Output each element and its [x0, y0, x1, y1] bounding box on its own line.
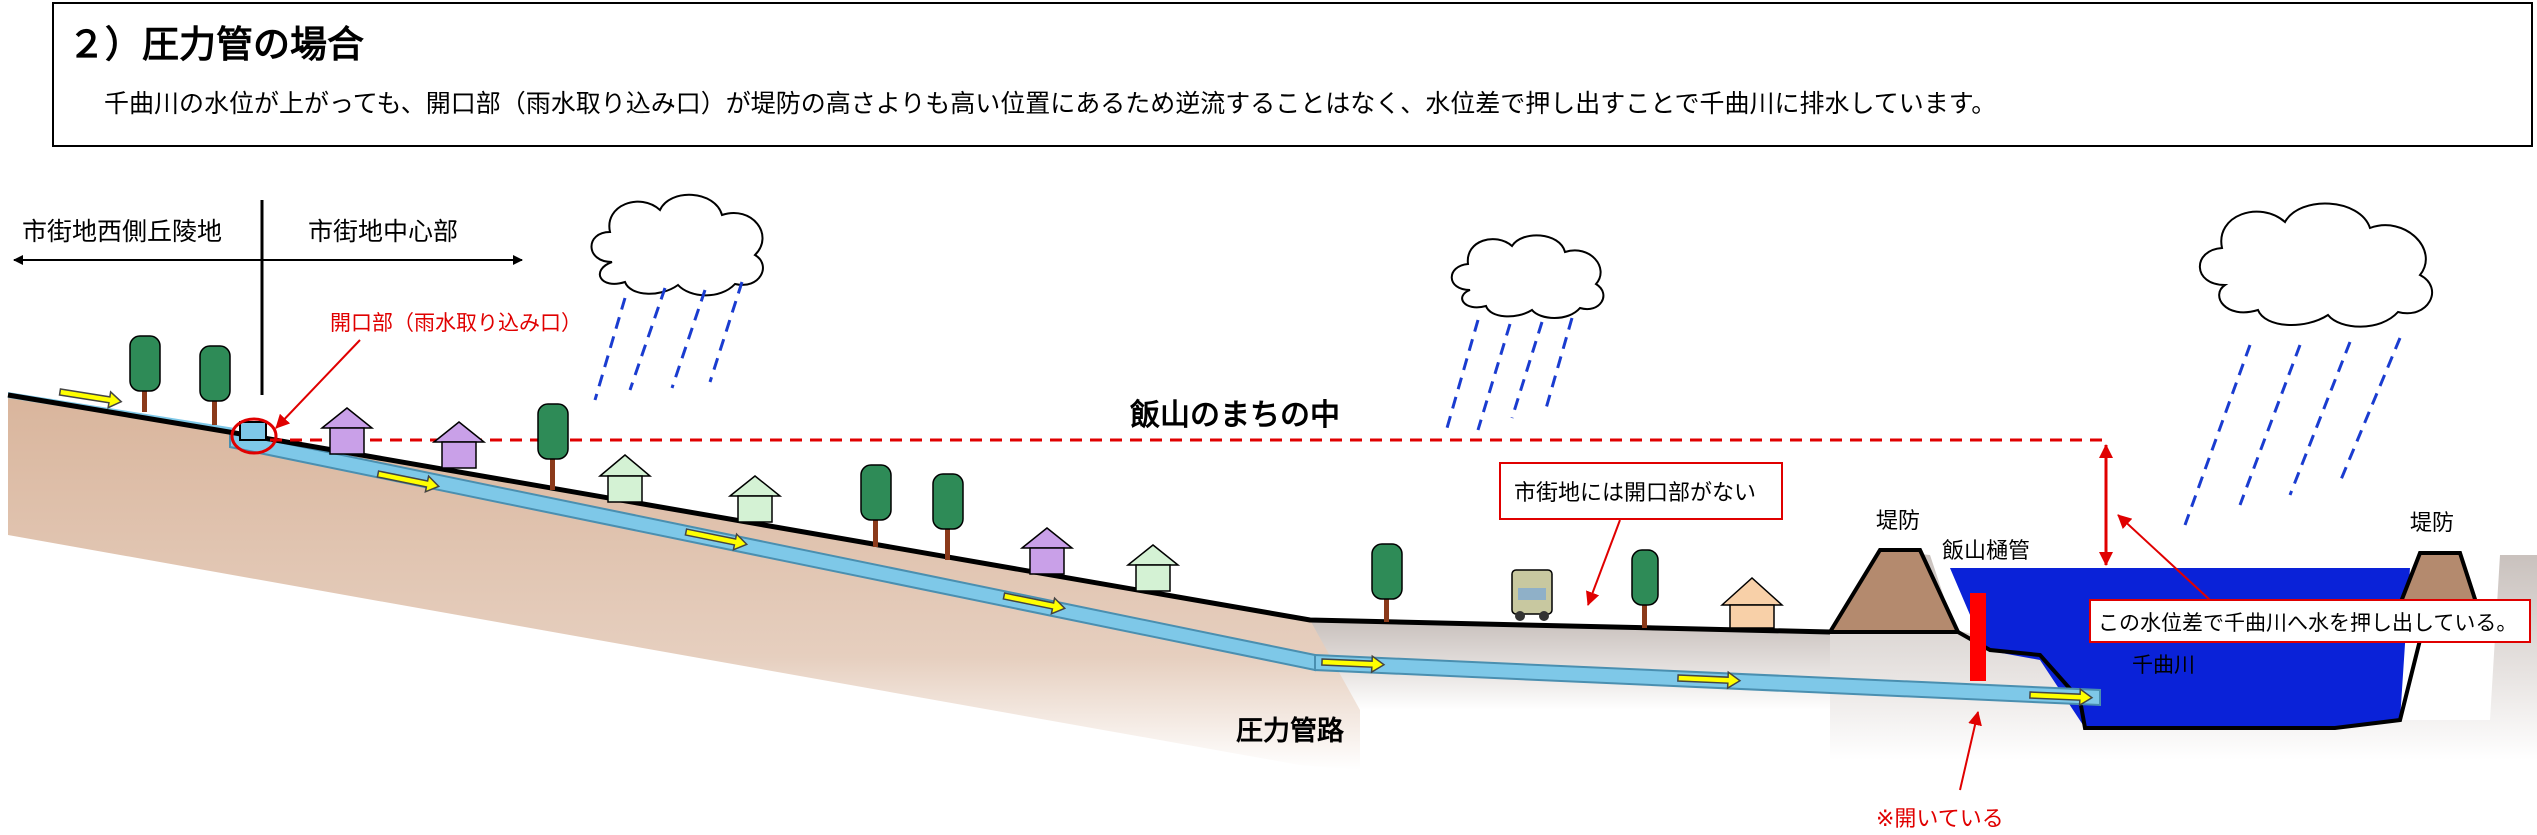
house-icon [597, 454, 653, 503]
water-diff-label: この水位差で千曲川へ水を押し出している。 [2098, 611, 2517, 635]
house-icon [1019, 527, 1075, 575]
flow-arrow [1677, 670, 1742, 690]
levee-left-label: 堤防 [1876, 509, 1920, 534]
header-box: ２）圧力管の場合 千曲川の水位が上がっても、開口部（雨水取り込み口）が堤防の高さ… [52, 2, 2533, 147]
river-label: 千曲川 [2132, 653, 2195, 677]
sluice-label: 飯山樋管 [1942, 539, 2030, 564]
intake-box [239, 421, 267, 441]
no-opening-box [1499, 462, 1783, 520]
tree-icon [537, 403, 569, 490]
open-note-label: ※開いている [1876, 807, 2004, 832]
west-hills-label: 市街地西側丘陵地 [22, 217, 222, 246]
city-center-label: 市街地中心部 [308, 217, 458, 246]
page-description: 千曲川の水位が上がっても、開口部（雨水取り込み口）が堤防の高さよりも高い位置にあ… [104, 89, 1997, 118]
tree-icon [1631, 549, 1659, 628]
opening-pointer [275, 339, 361, 429]
levee-right-label: 堤防 [2410, 511, 2454, 536]
iiyama-town-label: 飯山のまちの中 [1130, 398, 1340, 433]
house-icon [431, 421, 487, 469]
cloud-icon [1450, 234, 1605, 319]
levee-left [1826, 548, 1962, 634]
house-icon [1720, 576, 1784, 629]
rain-icon [593, 281, 744, 401]
tree-icon [129, 335, 161, 412]
flow-arrow [376, 470, 441, 494]
opening-highlight [230, 417, 278, 455]
no-opening-pointer [1586, 519, 1621, 606]
opening-label: 開口部（雨水取り込み口） [330, 311, 582, 335]
tree-icon [860, 464, 892, 547]
pressure-pipe-label: 圧力管路 [1236, 715, 1345, 747]
open-note-pointer [1959, 711, 1982, 791]
ground-surface [7, 392, 1831, 635]
truck-icon [1511, 569, 1553, 621]
page-title: ２）圧力管の場合 [68, 23, 364, 66]
house-icon [727, 475, 783, 523]
house-icon [319, 407, 375, 455]
tree-icon [199, 345, 231, 425]
level-difference-pointer [2117, 514, 2211, 601]
rain-icon [2183, 337, 2402, 526]
flow-arrow [2029, 687, 2094, 707]
rain-icon [1443, 317, 1574, 436]
sluice-gate [1970, 593, 1986, 681]
cloud-icon [2198, 202, 2433, 328]
cloud-icon [590, 193, 764, 297]
river-bed [1957, 628, 2451, 730]
water-diff-box [2089, 599, 2531, 643]
flow-arrow [58, 388, 123, 409]
flow-arrow [1002, 592, 1067, 616]
tree-icon [1371, 543, 1403, 622]
flow-arrow [684, 528, 749, 552]
house-icon [1125, 544, 1181, 592]
hill-ground [8, 395, 1360, 770]
tree-icon [932, 473, 964, 560]
levee-ground [1830, 550, 2537, 760]
no-opening-label: 市街地には開口部がない [1514, 481, 1756, 506]
flow-arrow [1321, 654, 1386, 674]
